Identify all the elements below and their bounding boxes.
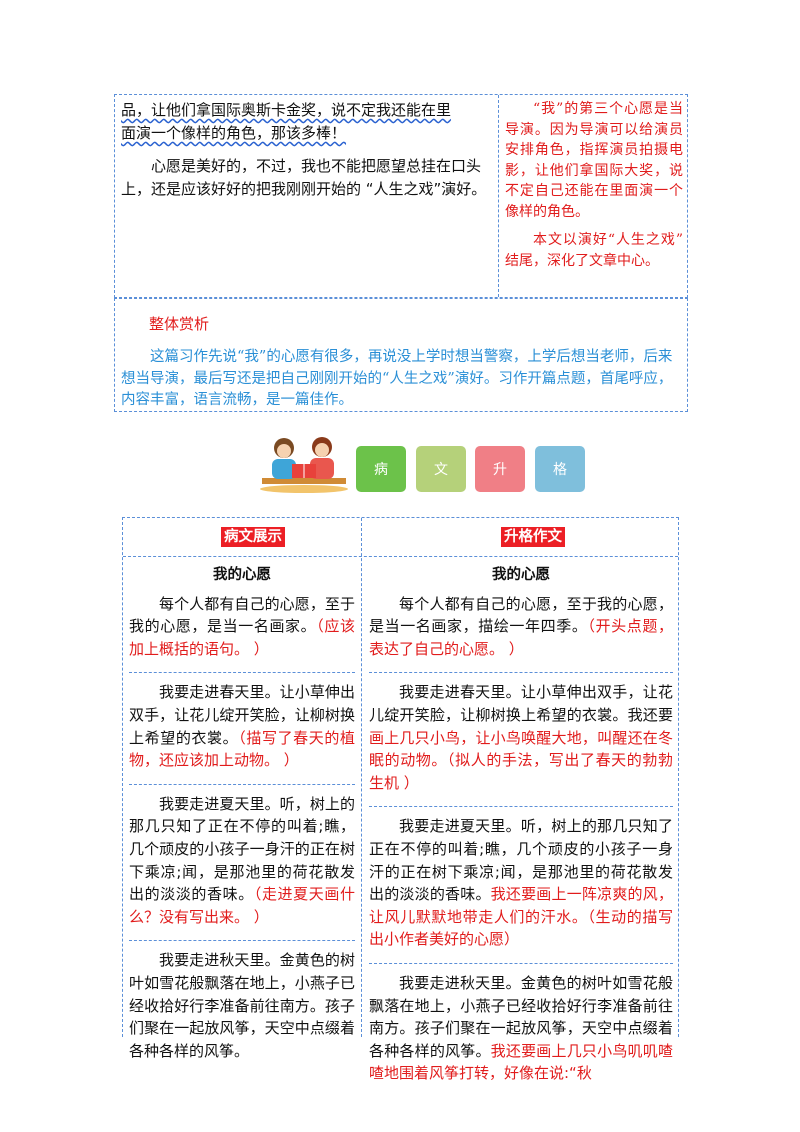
tile-ge: 格 <box>535 446 585 492</box>
comparison-table: 病文展示 升格作文 我的心愿 每个人都有自己的心愿，至于我的心愿，是当一名画家。… <box>122 517 679 1082</box>
column-divider <box>498 95 499 297</box>
added-text: 画上几只小鸟，让小鸟唤醒大地，叫醒还在冬眠的动物。 <box>369 728 673 770</box>
tile-sheng: 升 <box>475 446 525 492</box>
comment-paragraph-1: “我”的第三个心愿是当导演。因为导演可以给演员安排角色，指挥演员拍摄电影，让他们… <box>505 101 683 220</box>
essay-title: 我的心愿 <box>213 567 271 583</box>
paragraph-4: 我要走进秋天里。金黄色的树叶如雪花般飘落在地上，小燕子已经收拾好行李准备前往南方… <box>369 962 673 1085</box>
appreciation-body: 这篇习作先说“我”的心愿有很多，再说没上学时想当警察，上学后想当老师，后来想当导… <box>121 349 673 408</box>
paragraph-2: 我要走进春天里。让小草伸出双手，让花儿绽开笑脸，让柳树换上希望的衣裳。我还要画上… <box>369 672 673 794</box>
essay-title: 我的心愿 <box>492 567 550 583</box>
comment-note: （走进夏天画什么？没有写出来。 ） <box>129 885 355 926</box>
appreciation-title: 整体赏析 <box>149 315 210 333</box>
tile-wen: 文 <box>416 446 466 492</box>
added-text: 我还要画上一阵凉爽的风，让风儿默默地带走人们的汗水。 <box>369 885 673 926</box>
header-separator <box>123 556 678 557</box>
comment-note: （拟人的手法，写出了春天的勃勃生机 ） <box>369 751 673 792</box>
tile-bing: 病 <box>356 446 406 492</box>
paragraph-2: 我要走进春天里。让小草伸出双手，让花儿绽开笑脸，让柳树换上希望的衣裳。（描写了春… <box>129 672 355 771</box>
flawed-essay-column: 我的心愿 每个人都有自己的心愿，至于我的心愿，是当一名画家。（应该加上概括的语句… <box>129 564 355 1062</box>
paragraph-3: 我要走进夏天里。听，树上的那几只知了正在不停的叫着;瞧，几个顽皮的小孩子一身汗的… <box>129 783 355 929</box>
underlined-sentence-line1: 品，让他们拿国际奥斯卡金奖，说不定我还能在里 <box>121 101 452 119</box>
comment-note: （描写了春天的植物，还应该加上动物。 ） <box>129 728 355 770</box>
essay-excerpt: 品，让他们拿国际奥斯卡金奖，说不定我还能在里 面演一个像样的角色，那该多棒！ 心… <box>121 99 493 201</box>
improved-essay-column: 我的心愿 每个人都有自己的心愿，至于我的心愿，是当一名画家，描绘一年四季。（开头… <box>369 564 673 1085</box>
flawed-essay-header: 病文展示 <box>221 527 285 547</box>
comment-column: “我”的第三个心愿是当导演。因为导演可以给演员安排角色，指挥演员拍摄电影，让他们… <box>505 99 683 271</box>
paragraph-1: 每个人都有自己的心愿，至于我的心愿，是当一名画家，描绘一年四季。（开头点题，表达… <box>369 594 673 658</box>
underlined-sentence-line2: 面演一个像样的角色，那该多棒！ <box>121 124 347 142</box>
added-text: 我还要画上几只小鸟叽叽喳喳地围着风筝打转，好像在说:“秋 <box>369 1041 673 1083</box>
paragraph-4: 我要走进秋天里。金黄色的树叶如雪花般飘落在地上，小燕子已经收拾好行李准备前往南方… <box>129 940 355 1062</box>
appreciation-box: 整体赏析 这篇习作先说“我”的心愿有很多，再说没上学时想当警察，上学后想当老师，… <box>114 298 688 412</box>
top-table: 品，让他们拿国际奥斯卡金奖，说不定我还能在里 面演一个像样的角色，那该多棒！ 心… <box>114 94 688 298</box>
improved-essay-header: 升格作文 <box>501 527 565 547</box>
comment-note: （开头点题，表达了自己的心愿。 ） <box>369 617 673 658</box>
comment-note: （应该加上概括的语句。 ） <box>129 617 355 658</box>
comment-note: （生动的描写出小作者美好的心愿） <box>369 907 673 949</box>
paragraph-1: 每个人都有自己的心愿，至于我的心愿，是当一名画家。（应该加上概括的语句。 ） <box>129 594 355 658</box>
comment-paragraph-2: 本文以演好“人生之戏” 结尾，深化了文章中心。 <box>505 232 683 269</box>
essay-closing-paragraph: 心愿是美好的，不过，我也不能把愿望总挂在口头上，还是应该好好的把我刚刚开始的 “… <box>121 157 487 198</box>
column-divider <box>361 518 362 1037</box>
children-reading-illustration <box>260 437 348 493</box>
paragraph-3: 我要走进夏天里。听，树上的那几只知了正在不停的叫着;瞧，几个顽皮的小孩子一身汗的… <box>369 806 673 951</box>
